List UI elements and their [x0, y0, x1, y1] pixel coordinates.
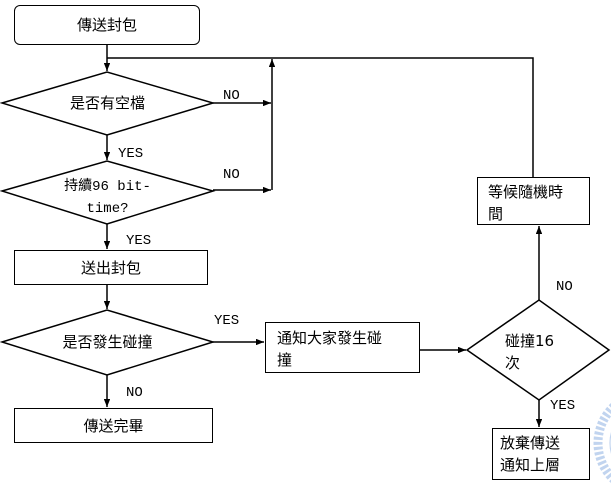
decision-diamond-collision-check — [0, 309, 216, 376]
process-box-send-packet: 傳送封包 — [14, 5, 200, 45]
label-idle-check-yes: YES — [118, 146, 144, 162]
decision-wait-96bit-label: 持續96 bit- time? — [64, 179, 151, 217]
label-collision-16-yes: YES — [550, 398, 576, 414]
decision-collision-check-label: 是否發生碰撞 — [62, 333, 153, 351]
process-box-abort: 放棄傳送 通知上層 — [492, 428, 590, 480]
process-box-done: 傳送完畢 — [14, 408, 213, 443]
label-collision-check-yes: YES — [214, 313, 240, 329]
process-box-send-packet-label: 傳送封包 — [76, 16, 137, 34]
process-box-done-label: 傳送完畢 — [83, 416, 144, 435]
decision-diamond-wait-96bit — [0, 160, 216, 225]
watermark-stamp — [593, 403, 611, 483]
process-box-abort-label: 放棄傳送 通知上層 — [500, 434, 561, 474]
process-box-wait-random-label: 等候隨機時 間 — [488, 182, 564, 223]
label-collision-check-no: NO — [126, 385, 143, 401]
process-box-notify-collision: 通知大家發生碰 撞 — [265, 322, 420, 373]
process-box-notify-collision-label: 通知大家發生碰 撞 — [277, 329, 383, 369]
process-box-wait-random: 等候隨機時 間 — [477, 177, 590, 225]
decision-diamond-collision-16 — [465, 299, 611, 401]
process-box-transmit: 送出封包 — [14, 250, 208, 285]
decision-collision-16-label: 碰撞16 次 — [505, 332, 555, 372]
decision-diamond-idle-check — [0, 71, 216, 136]
decision-idle-check-label: 是否有空檔 — [69, 94, 145, 112]
edge-wait-random-to-idle-check — [107, 57, 534, 177]
label-idle-check-no: NO — [223, 88, 240, 104]
process-box-transmit-label: 送出封包 — [80, 258, 141, 277]
label-wait-96bit-yes: YES — [126, 233, 152, 249]
label-collision-16-no: NO — [556, 279, 573, 295]
label-wait-96bit-no: NO — [223, 167, 240, 183]
